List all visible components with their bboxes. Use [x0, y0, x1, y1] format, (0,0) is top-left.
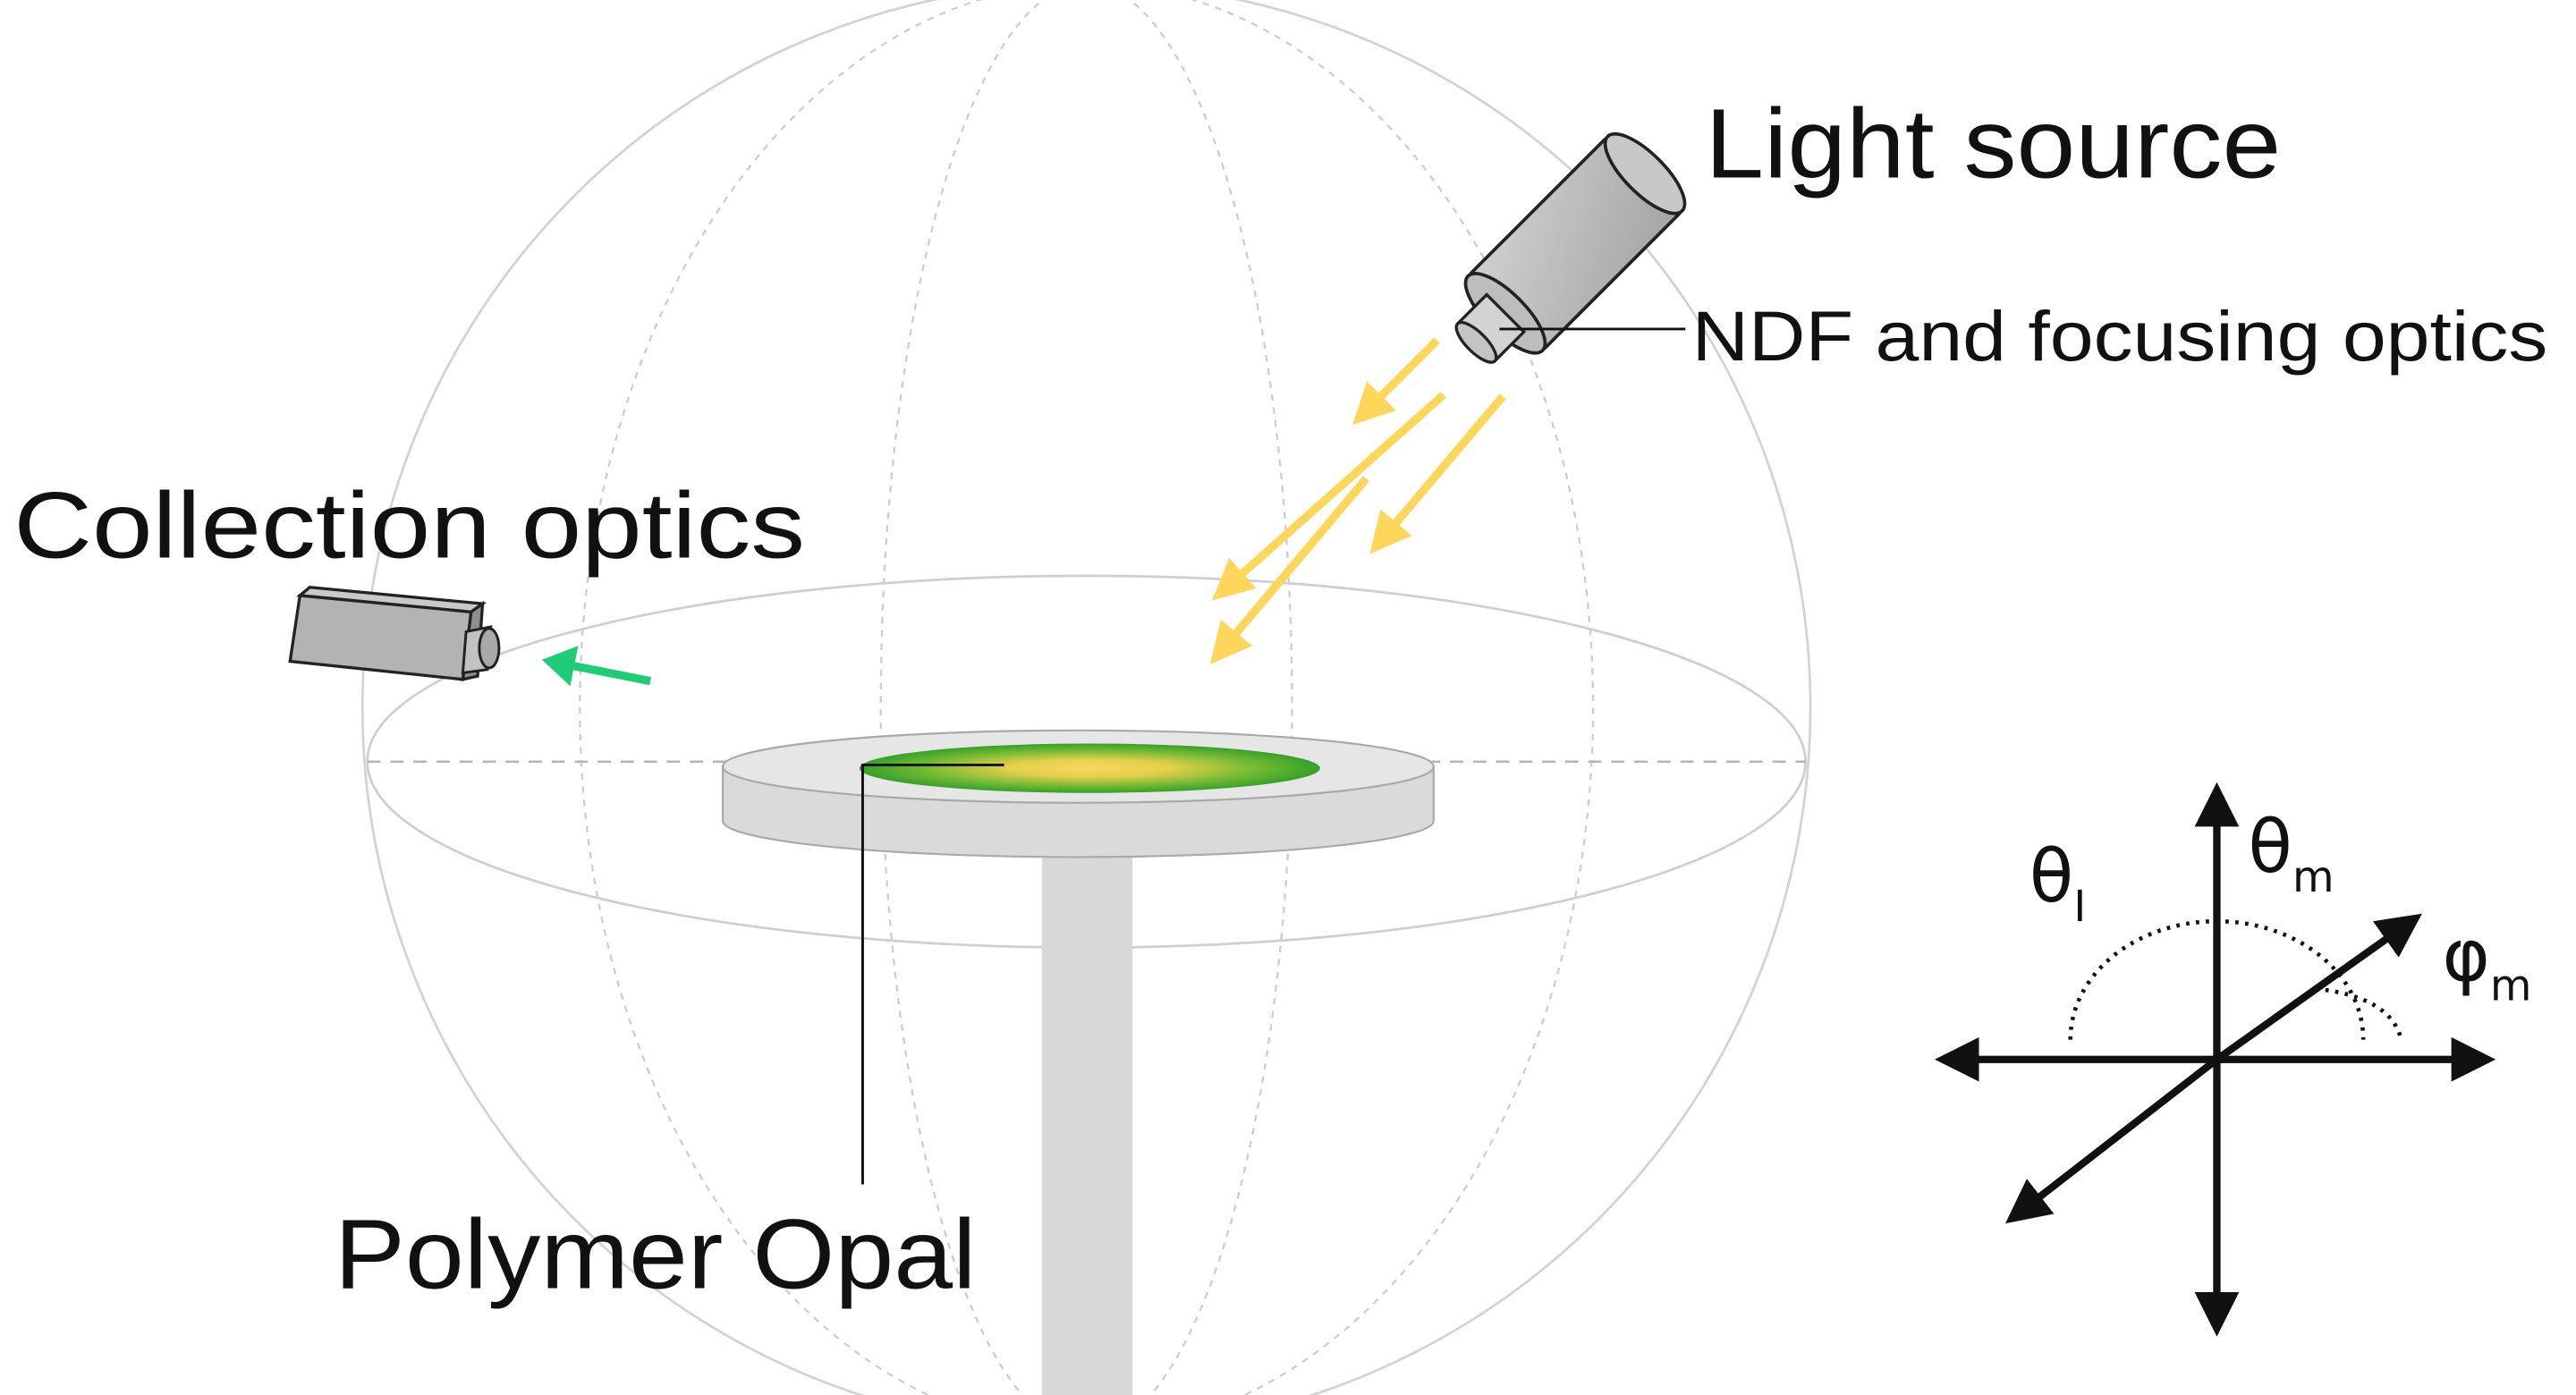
ndf-optics-label: NDF and focusing optics: [1692, 296, 2548, 376]
incident-ray-4: [1209, 476, 1369, 664]
opal-leader-line: [860, 763, 1004, 1185]
cylinder-lamp-icon: [1454, 131, 1687, 364]
incident-ray-1: [1352, 337, 1440, 426]
collection-optics-label: Collection optics: [13, 474, 805, 579]
theta-arc: [2068, 918, 2366, 1040]
collected-light-ray: [541, 646, 652, 687]
incident-light-rays: [1209, 337, 1506, 664]
theta-measured-label: θm: [2248, 806, 2334, 902]
sphere-meridian-1: [578, 0, 983, 1395]
polymer-opal-label: Polymer Opal: [335, 1199, 976, 1309]
light-source-device: [1454, 131, 1687, 364]
light-source-label: Light source: [1705, 89, 2281, 199]
diagonal-axis-lower: [2004, 1056, 2220, 1224]
theta-incident-label: θI: [2029, 835, 2087, 932]
polymer-opal-sample: [859, 743, 1320, 793]
sphere-meridian-2: [879, 0, 1045, 1395]
phi-arc: [2315, 986, 2403, 1041]
incident-ray-3: [1369, 393, 1506, 554]
sphere-outline: [361, 0, 1812, 1395]
sample-stage: [721, 729, 1435, 1395]
camera-box-icon: [288, 586, 501, 681]
stage-post: [1041, 822, 1133, 1395]
coordinate-axes: [1934, 782, 2496, 1337]
sphere-meridian-4: [1190, 0, 1595, 1395]
phi-measured-label: φm: [2442, 914, 2531, 1010]
incident-ray-2: [1212, 392, 1446, 601]
sphere-meridian-3: [1128, 0, 1293, 1395]
